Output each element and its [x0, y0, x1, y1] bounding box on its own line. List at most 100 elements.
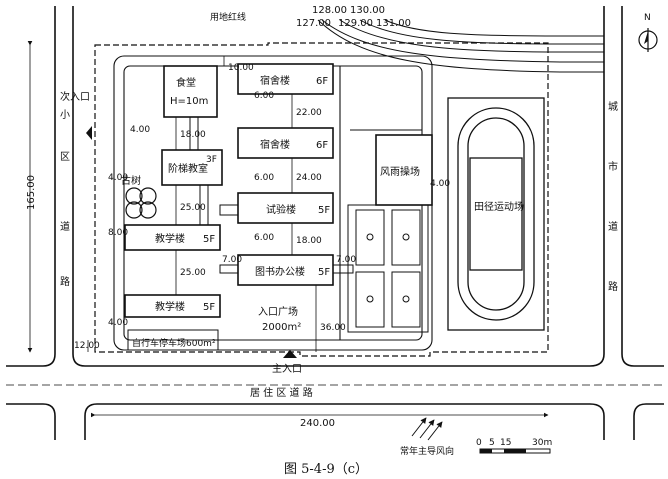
small-district-char-2: 区: [60, 151, 70, 163]
track-outer: [457, 107, 535, 321]
dorm-2-floors: 6F: [316, 140, 328, 151]
main-entrance-marker: [283, 350, 297, 358]
dim-25a: 25.00: [180, 203, 206, 213]
dim-10: 10.00: [228, 63, 254, 73]
wind-arrows-icon: [411, 417, 443, 441]
right-road-edge-outer: [621, 6, 664, 367]
left-road-edge-outer: [6, 6, 56, 367]
left-road-char-1: 道: [60, 220, 70, 233]
canteen-height-label: H=10m: [170, 96, 208, 107]
dorm-1-label: 宿舍楼: [260, 74, 290, 87]
ancient-tree-icon: [125, 187, 157, 219]
corridors: [189, 116, 354, 274]
dimension-lines: [27, 40, 549, 418]
teaching-1-floors: 5F: [203, 234, 215, 245]
north-arrow-icon: [638, 28, 658, 52]
road-edge-inner: [72, 6, 605, 367]
city-road-char-2: 市: [608, 160, 618, 173]
scale-0: 0: [476, 438, 482, 448]
dim-240: 240.00: [300, 418, 335, 429]
dim-6a: 6.00: [254, 91, 274, 101]
buildings: [124, 63, 433, 318]
dim-4a: 4.00: [130, 125, 150, 135]
dim-8: 8.00: [108, 228, 128, 238]
field: [469, 157, 523, 271]
gym-label: 风雨操场: [380, 165, 420, 178]
small-district-char-1: 小: [60, 109, 70, 121]
contour-label-128: 128.00: [312, 5, 347, 16]
track-field: [447, 97, 545, 331]
city-road-char-3: 道: [608, 220, 618, 233]
dim-36: 36.00: [320, 323, 346, 333]
scale-30: 30m: [532, 438, 552, 448]
scale-5: 5: [489, 438, 495, 448]
left-road-char-2: 路: [60, 275, 70, 288]
lab-label: 试验楼: [266, 203, 296, 216]
bike-parking-area: [127, 329, 219, 351]
dim-12: 12.00: [74, 341, 100, 351]
dim-165: 165.00: [26, 175, 37, 210]
city-road-char-4: 路: [608, 280, 618, 293]
contour-label-129: 129.00: [338, 18, 373, 29]
secondary-entrance-marker: [86, 126, 92, 140]
lecture-hall-floors: 3F: [206, 155, 217, 165]
red-line-label: 用地红线: [210, 11, 246, 23]
dorm-building-2: [237, 127, 334, 159]
dim-6b: 6.00: [254, 173, 274, 183]
contour-label-130: 130.00: [350, 5, 385, 16]
contour-lines: [317, 19, 604, 73]
residential-road-label: 居 住 区 道 路: [250, 386, 313, 399]
ancient-tree-label: 古树: [121, 174, 141, 187]
scale-bar: [479, 448, 551, 454]
canteen-building: [163, 65, 218, 118]
dim-4d: 4.00: [108, 318, 128, 328]
dorm-building-1: [237, 63, 334, 95]
bottom-road-edge-left: [6, 403, 56, 440]
teaching-1-label: 教学楼: [155, 232, 185, 245]
track-label: 田径运动场: [474, 200, 524, 213]
lab-building: [237, 192, 334, 224]
lecture-hall-label: 阶梯教室: [168, 162, 208, 175]
track-boundary: [447, 97, 545, 331]
dim-4c: 4.00: [430, 179, 450, 189]
dim-18: 18.00: [180, 130, 206, 140]
teaching-2-floors: 5F: [203, 302, 215, 313]
city-road-char-1: 城: [608, 101, 618, 113]
plaza-area-label: 2000m²: [262, 322, 301, 333]
bottom-road-edge-right: [633, 403, 664, 440]
secondary-entrance-label: 次入口: [60, 90, 90, 103]
courts: [347, 204, 429, 333]
dim-6c: 6.00: [254, 233, 274, 243]
teaching-building-2: [124, 294, 221, 318]
contour-label-127: 127.00: [296, 18, 331, 29]
dim-7a: 7.00: [222, 255, 242, 265]
gym-building: [375, 134, 433, 206]
dim-25b: 25.00: [180, 268, 206, 278]
plaza-label: 入口广场: [258, 305, 298, 318]
dim-18b: 18.00: [296, 236, 322, 246]
dim-24: 24.00: [296, 173, 322, 183]
north-label: N: [644, 13, 651, 23]
library-label: 图书办公楼: [255, 265, 305, 278]
bottom-road-edge-mid: [84, 403, 605, 440]
dorm-2-label: 宿舍楼: [260, 138, 290, 151]
lab-floors: 5F: [318, 205, 330, 216]
teaching-building-1: [124, 224, 221, 251]
site-red-line: [94, 42, 549, 357]
dim-7b: 7.00: [336, 255, 356, 265]
bike-parking-label: 自行车停车场600m²: [132, 337, 216, 349]
canteen-label: 食堂: [176, 76, 196, 89]
main-entrance-label: 主入口: [272, 363, 302, 375]
scale-15: 15: [500, 438, 511, 448]
court-area: [347, 204, 429, 333]
contour-label-131: 131.00: [376, 18, 411, 29]
teaching-2-label: 教学楼: [155, 300, 185, 313]
figure-caption: 图 5-4-9（c）: [284, 462, 368, 477]
dim-22: 22.00: [296, 108, 322, 118]
library-floors: 5F: [318, 267, 330, 278]
dim-4b: 4.00: [108, 173, 128, 183]
roads: [6, 6, 664, 440]
dorm-1-floors: 6F: [316, 76, 328, 87]
track-inner: [467, 117, 525, 311]
